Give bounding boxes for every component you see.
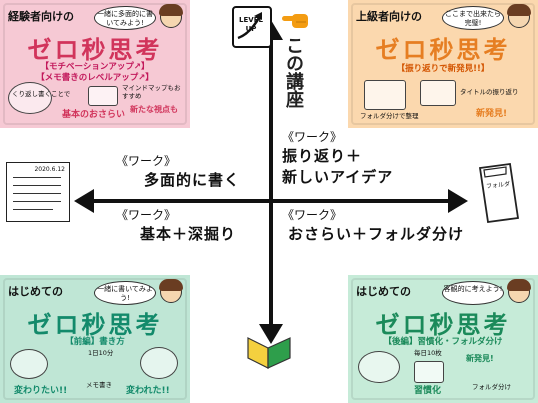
card-header: 経験者向けの — [8, 10, 74, 23]
card-subtitle-1: 【モチベーションアップ↗】 — [40, 62, 150, 72]
card-beginner-first-half[interactable]: はじめての 一緒に書いてみよう! ゼロ秒思考 【前編】書き方 1日10分 メモ書… — [0, 275, 190, 403]
card-beginner-second-half[interactable]: はじめての 客観的に考えよう! ゼロ秒思考 【後編】習慣化・フォルダ分け 毎日1… — [348, 275, 538, 403]
card-note: タイトルの振り返り — [460, 88, 519, 96]
card-experienced[interactable]: 経験者向けの 一緒に多面的に書いてみよう! ゼロ秒思考 【モチベーションアップ↗… — [0, 0, 190, 128]
work-tag: 《ワーク》 — [116, 154, 177, 168]
card-subtitle-2: 【メモ書きのレベルアップ↗】 — [36, 73, 154, 83]
arrow-left-head — [74, 189, 94, 213]
speech-bubble: 客観的に考えよう! — [442, 281, 504, 305]
card-subtitle-1: 【振り返りで新発見!!】 — [396, 64, 490, 74]
work-tag: 《ワーク》 — [282, 130, 343, 144]
work-title-line1: 振り返り＋ — [282, 147, 363, 165]
work-label-multifaceted: 《ワーク》 多面的に書く — [116, 152, 240, 190]
work-title: おさらい＋フォルダ分け — [288, 225, 465, 243]
card-header: はじめての — [356, 285, 411, 298]
thought-doodle — [358, 351, 400, 383]
card-title: ゼロ秒思考 — [27, 311, 163, 339]
card-subtitle-1: 【前編】書き方 — [65, 337, 125, 347]
card-accent: 変わりたい!! — [14, 386, 68, 396]
card-title: ゼロ秒思考 — [27, 36, 163, 64]
speech-bubble: ここまで出来たら完璧! — [442, 6, 504, 30]
avatar-face-icon — [507, 4, 531, 28]
arrow-right-head — [448, 189, 468, 213]
card-border — [3, 3, 187, 125]
memo-doodle — [414, 361, 444, 383]
avatar-face-icon — [159, 4, 183, 28]
thought-doodle — [8, 82, 52, 114]
thought-doodle — [10, 349, 48, 379]
document-date: 2020.6.12 — [34, 166, 65, 173]
card-title: ゼロ秒思考 — [375, 311, 511, 339]
thought-doodle — [140, 347, 178, 379]
card-note: フォルダ分けで整理 — [360, 112, 419, 120]
card-accent: 基本のおさらい — [62, 110, 126, 120]
speech-bubble: 一緒に多面的に書いてみよう! — [94, 6, 156, 30]
avatar-face-icon — [159, 279, 183, 303]
work-title: 基本＋深掘り — [140, 225, 237, 243]
work-label-reflection: 《ワーク》 振り返り＋ 新しいアイデア — [282, 128, 393, 187]
card-border — [351, 278, 535, 400]
avatar-face-icon — [507, 279, 531, 303]
card-accent: 新発見! — [466, 354, 494, 363]
card-note: くり返し書くことで — [12, 90, 71, 98]
work-tag: 《ワーク》 — [282, 208, 343, 222]
level-up-text: LEVEL UP — [239, 16, 263, 33]
work-title-line2: 新しいアイデア — [282, 168, 394, 186]
card-title: ゼロ秒思考 — [375, 36, 511, 64]
folder-doodle — [420, 80, 456, 106]
card-header: はじめての — [8, 285, 63, 298]
work-label-basics: 《ワーク》 基本＋深掘り — [116, 206, 236, 244]
card-accent: 習慣化 — [414, 386, 442, 396]
document-icon: 2020.6.12 — [6, 162, 70, 222]
work-label-review: 《ワーク》 おさらい＋フォルダ分け — [282, 206, 464, 244]
folder-icon: フォルダ — [476, 162, 522, 224]
work-title: 多面的に書く — [144, 171, 241, 189]
memo-doodle — [364, 80, 406, 110]
card-border — [351, 3, 535, 125]
speech-bubble: 一緒に書いてみよう! — [94, 281, 156, 305]
this-course-label: この講座 — [283, 36, 304, 108]
card-note: マインドマップもおすすめ — [122, 84, 181, 100]
work-tag: 《ワーク》 — [116, 208, 177, 222]
card-subtitle-1: 【後編】習慣化・フォルダ分け — [383, 337, 503, 347]
level-up-icon: LEVEL UP — [232, 6, 272, 48]
card-note: 毎日10枚 — [414, 349, 442, 357]
memo-doodle — [88, 86, 118, 106]
card-accent: 変われた!! — [126, 386, 170, 396]
card-header: 上級者向けの — [356, 10, 422, 23]
card-note: 1日10分 — [88, 349, 114, 357]
card-note: メモ書き — [86, 381, 112, 389]
card-advanced[interactable]: 上級者向けの ここまで出来たら完璧! ゼロ秒思考 【振り返りで新発見!!】 フォ… — [348, 0, 538, 128]
pointing-hand-icon — [282, 10, 310, 30]
card-accent: 新たな視点も — [130, 105, 178, 114]
card-accent: 新発見! — [476, 109, 508, 119]
card-border — [3, 278, 187, 400]
arrow-down-head — [259, 324, 283, 344]
card-note: フォルダ分け — [472, 383, 511, 391]
beginner-mark-icon — [246, 330, 292, 370]
